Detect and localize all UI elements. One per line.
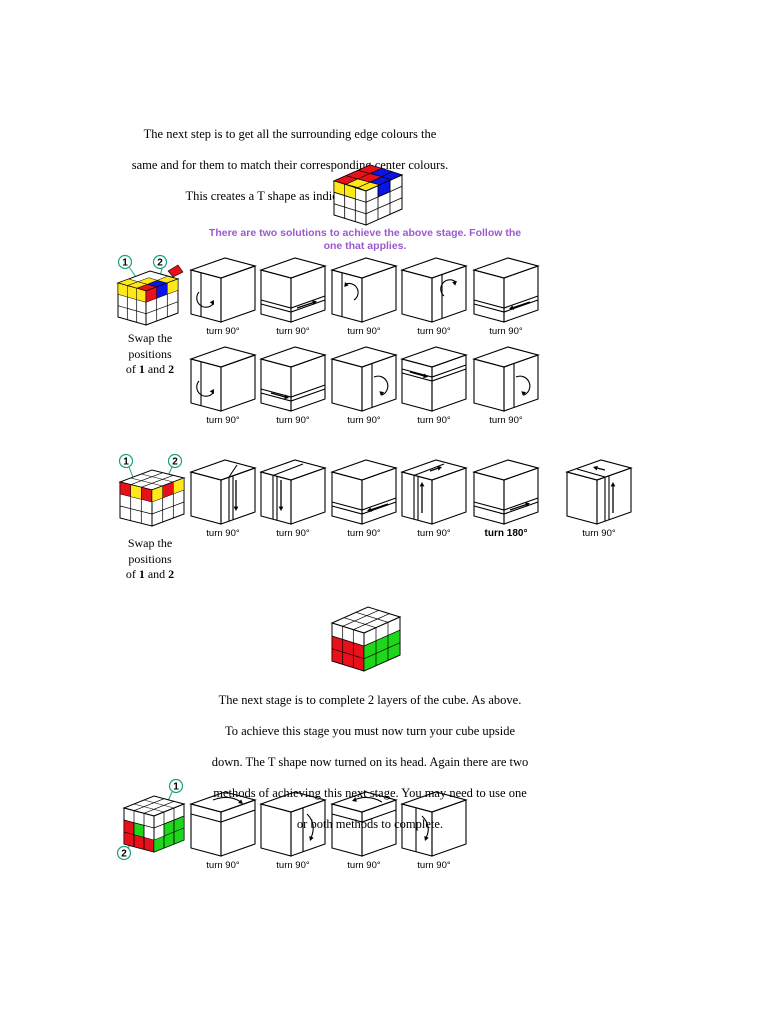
row3-step-3-label: turn 90° (347, 528, 381, 539)
marker-2-text: 2 (157, 258, 163, 269)
swap-1-line-2: positions (128, 346, 172, 361)
intro-line-2: same and for them to match their corresp… (131, 157, 449, 172)
swap-2-line-1: Swap the (127, 536, 173, 550)
row1-step-5-label: turn 90° (489, 326, 523, 337)
row1-step-4-label: turn 90° (417, 326, 451, 337)
two-layer-cube-image (330, 606, 402, 672)
row3-step-1-cube-image (189, 459, 257, 525)
row3-step-2-label: turn 90° (276, 528, 310, 539)
row1-step-1-cube-image (189, 257, 257, 323)
row3-step-3-cube-image (330, 459, 398, 525)
row4-step-3-cube-image (330, 791, 398, 857)
solutions-note-line-1: There are two solutions to achieve the a… (208, 227, 522, 239)
swap-cube-2-image: 1 2 (118, 453, 186, 527)
second-line-5: or both methods to complete. (296, 816, 444, 831)
intro-paragraph: The next step is to get all the surround… (100, 111, 480, 220)
row4-step-4-label: turn 90° (417, 860, 451, 871)
swap-cube-3-image: 1 2 (116, 778, 186, 861)
intro-line-1: The next step is to get all the surround… (143, 126, 437, 141)
marker-1c-text: 1 (173, 782, 179, 793)
marker-2b-text: 2 (172, 457, 178, 468)
swap-text-2: Swap the positions of 1 and 2 (110, 536, 190, 583)
marker-1-text: 1 (122, 258, 128, 269)
row2-step-1-label: turn 90° (206, 415, 240, 426)
row3-step-2-cube-image (259, 459, 327, 525)
swap-1-line-1: Swap the (127, 331, 173, 345)
row1-step-2-cube-image (259, 257, 327, 323)
row2-step-4-label: turn 90° (417, 415, 451, 426)
row2-step-2-label: turn 90° (276, 415, 310, 426)
row2-step-5-cube-image (472, 346, 540, 412)
row1-step-4-cube-image (400, 257, 468, 323)
row4-step-2-label: turn 90° (276, 860, 310, 871)
row3-step-5-label: turn 180° (484, 528, 528, 539)
second-stage-paragraph: The next stage is to complete 2 layers o… (180, 677, 560, 848)
row4-step-1-label: turn 90° (206, 860, 240, 871)
row1-step-3-label: turn 90° (347, 326, 381, 337)
row3-step-4-cube-image (400, 459, 468, 525)
second-line-1: The next stage is to complete 2 layers o… (218, 692, 522, 707)
row3-step-1-label: turn 90° (206, 528, 240, 539)
marker-1b-text: 1 (123, 457, 129, 468)
row3-step-6-label: turn 90° (582, 528, 616, 539)
row2-step-5-label: turn 90° (489, 415, 523, 426)
row1-step-1-label: turn 90° (206, 326, 240, 337)
solutions-note-line-2: one that applies. (323, 240, 407, 252)
row2-step-4-cube-image (400, 346, 468, 412)
second-line-2: To achieve this stage you must now turn … (224, 723, 516, 738)
swap-2-line-2: positions (128, 551, 172, 566)
row2-step-1-cube-image (189, 346, 257, 412)
row3-step-4-label: turn 90° (417, 528, 451, 539)
t-shape-cube-image (332, 164, 404, 226)
row2-step-3-cube-image (330, 346, 398, 412)
row1-step-5-cube-image (472, 257, 540, 323)
row4-step-1-cube-image (189, 791, 257, 857)
swap-2-line-3: of 1 and 2 (125, 567, 175, 581)
swap-cube-1-image: 1 2 (116, 254, 184, 326)
row1-step-3-cube-image (330, 257, 398, 323)
row1-step-2-label: turn 90° (276, 326, 310, 337)
row3-step-6-cube-image (565, 459, 633, 525)
row4-step-3-label: turn 90° (347, 860, 381, 871)
row4-step-2-cube-image (259, 791, 327, 857)
second-line-3: down. The T shape now turned on its head… (211, 754, 529, 769)
row3-step-5-cube-image (472, 459, 540, 525)
row2-step-3-label: turn 90° (347, 415, 381, 426)
intro-line-3: This creates a T shape as indicated belo… (185, 188, 395, 203)
swap-text-1: Swap the positions of 1 and 2 (110, 331, 190, 378)
swap-1-line-3: of 1 and 2 (125, 362, 175, 376)
second-line-4: methods of achieving this next stage. Yo… (213, 785, 527, 800)
solutions-note: There are two solutions to achieve the a… (170, 227, 560, 253)
row4-step-4-cube-image (400, 791, 468, 857)
row2-step-2-cube-image (259, 346, 327, 412)
marker-2c-text: 2 (121, 849, 127, 860)
